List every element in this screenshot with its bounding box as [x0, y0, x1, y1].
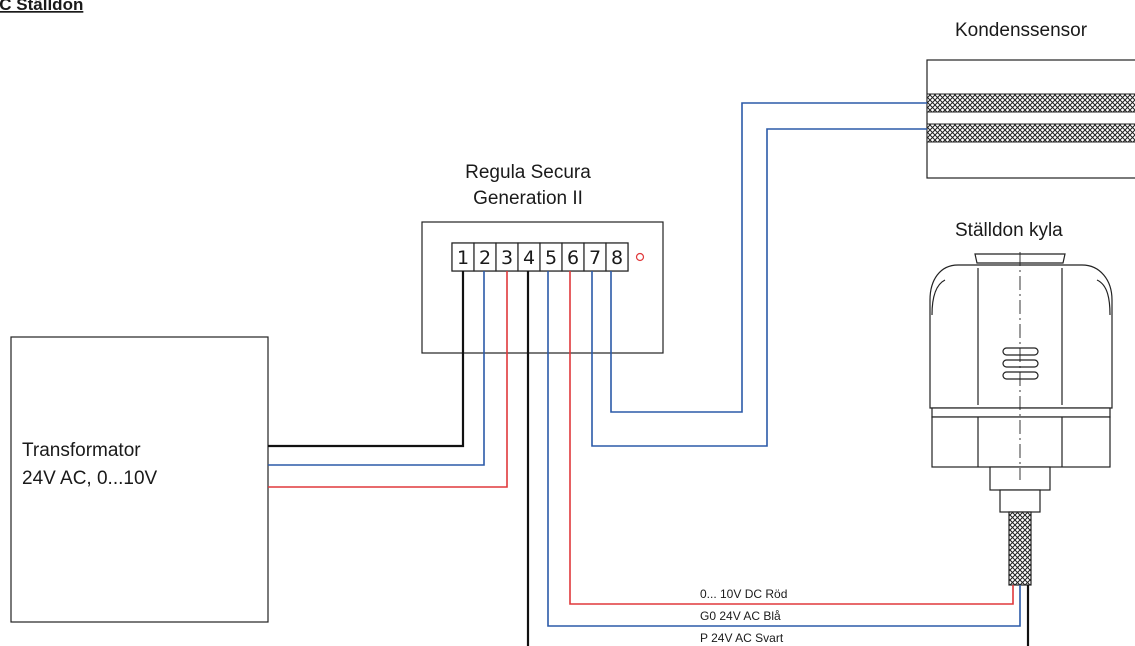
status-led-icon [635, 252, 645, 262]
terminal-number: 1 [457, 247, 469, 269]
transformer-label-line1: Transformator [22, 440, 141, 461]
transformer-box [10, 336, 269, 623]
wire-label-g0: G0 24V AC Blå [700, 609, 781, 623]
terminal-number: 8 [611, 247, 623, 269]
condensation-sensor [926, 59, 1135, 179]
actuator-label: Ställdon kyla [955, 220, 1063, 241]
controller-title-line2: Generation II [473, 188, 583, 209]
sensor-strip-bottom [926, 123, 1135, 143]
sensor-label: Kondenssensor [955, 20, 1088, 41]
terminal-number: 7 [589, 247, 601, 269]
wire-red-t6-actuator [569, 271, 1014, 605]
terminal-number: 2 [479, 247, 491, 269]
actuator-drawing [929, 253, 1113, 586]
controller-box [421, 221, 664, 354]
page-header: Styrsignal 0-10V DC Ställdon [0, 0, 83, 14]
wire-label-p: P 24V AC Svart [700, 631, 784, 645]
wire-red-transformer-t3 [268, 271, 508, 488]
terminal-number: 3 [501, 247, 513, 269]
wire-blue-t5-actuator [547, 271, 1021, 627]
transformer-label-line2: 24V AC, 0...10V [22, 468, 158, 489]
terminal-cell [605, 242, 629, 272]
controller-title-line1: Regula Secura [465, 162, 591, 183]
wire-black-transformer-t1 [268, 271, 465, 448]
wire-blue-transformer-t2 [268, 271, 485, 466]
terminal-number: 5 [545, 247, 557, 269]
wire-label-signal: 0... 10V DC Röd [700, 587, 787, 601]
terminal-number: 6 [567, 247, 579, 269]
wire-blue-t8-sensor [610, 102, 927, 413]
sensor-strip-top [926, 93, 1135, 113]
terminal-number: 4 [523, 247, 535, 269]
wire-blue-t7-sensor [591, 128, 927, 447]
